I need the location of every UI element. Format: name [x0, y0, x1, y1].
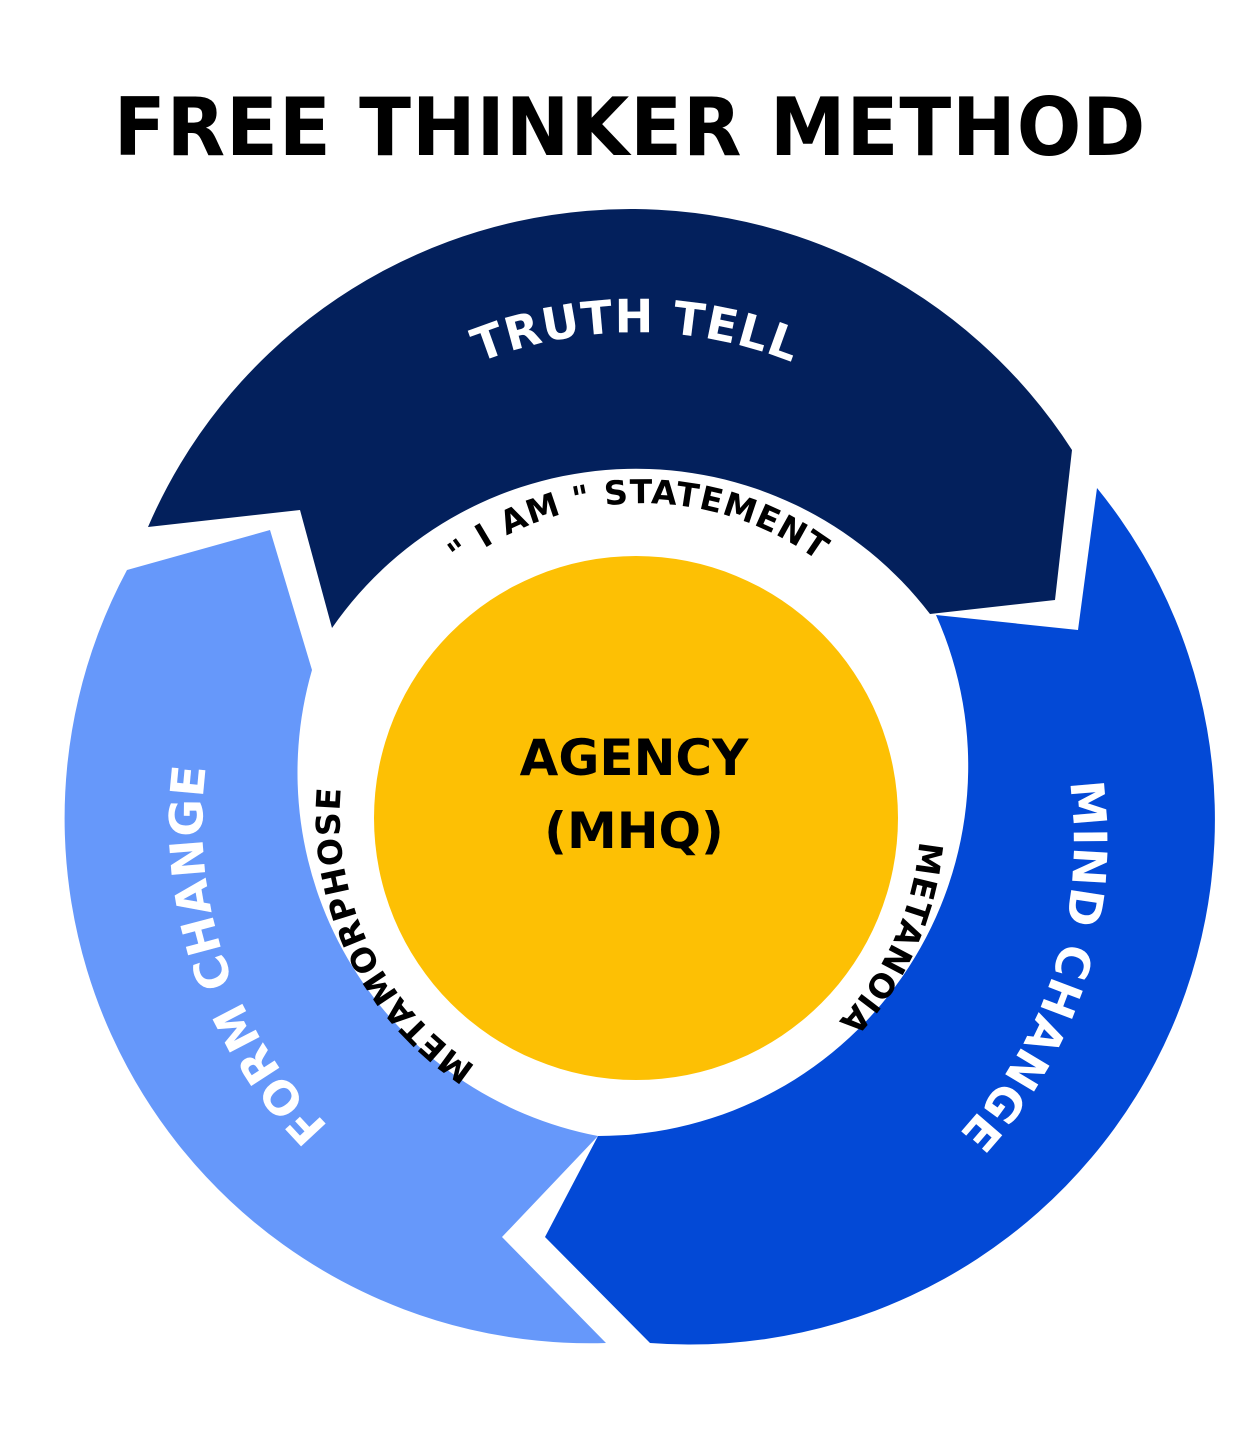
arrow-segments [64, 209, 1215, 1345]
segment-form-change [64, 530, 606, 1344]
segment-truth-tell [148, 209, 1072, 628]
center-circle [374, 556, 898, 1080]
center-label-agency: AGENCY [520, 729, 749, 787]
diagram-title: FREE THINKER METHOD [113, 81, 1147, 174]
center-label-mhq: (MHQ) [544, 802, 724, 860]
segment-mind-change [545, 488, 1215, 1345]
